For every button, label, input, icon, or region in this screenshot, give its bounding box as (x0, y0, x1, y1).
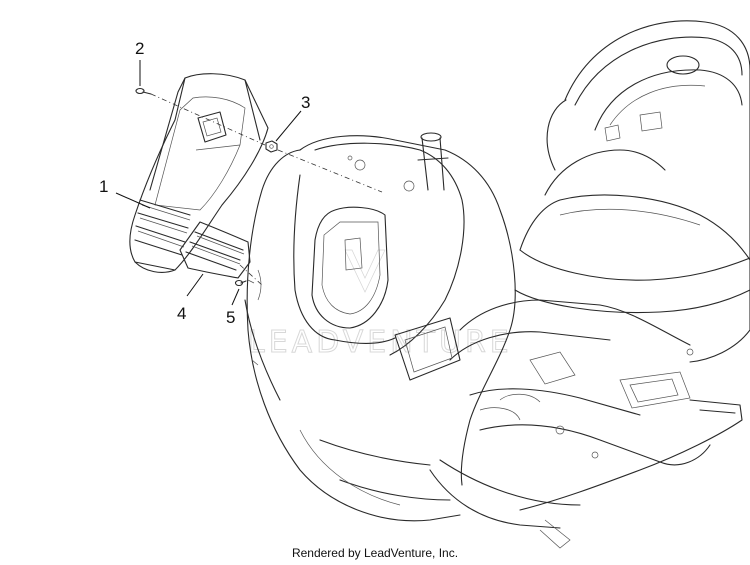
footer-credit: Rendered by LeadVenture, Inc. (291, 546, 459, 560)
nut-part (265, 140, 278, 153)
callout-5: 5 (226, 308, 235, 327)
screw-part (135, 87, 152, 95)
grille-part (179, 221, 251, 279)
screw-small-part (234, 279, 247, 287)
scooter-body (244, 20, 750, 549)
callout-2: 2 (135, 39, 144, 58)
horn-cover-part (129, 73, 269, 273)
callout-4: 4 (177, 304, 186, 323)
assembly-lines (150, 93, 383, 286)
callout-1: 1 (99, 177, 108, 196)
callout-3: 3 (301, 93, 310, 112)
leader-lines (115, 60, 302, 306)
